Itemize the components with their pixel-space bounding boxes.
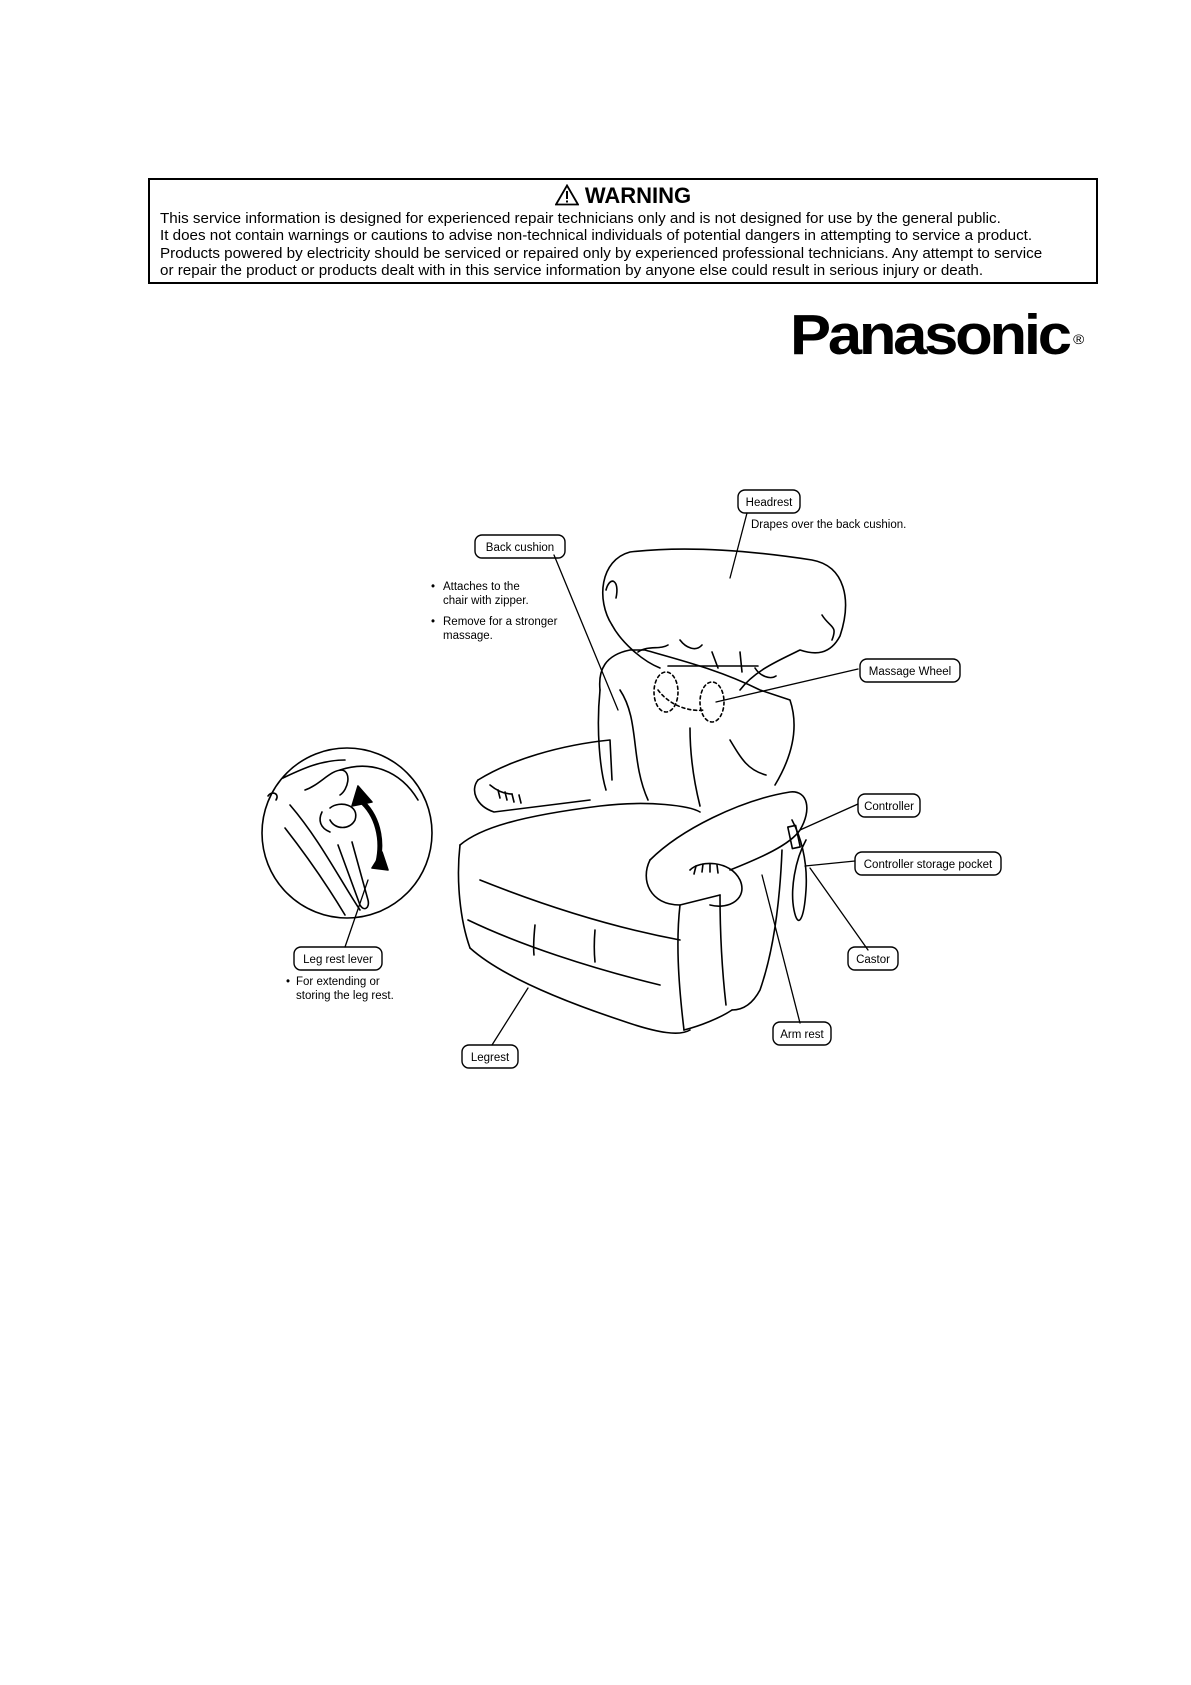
back-cushion-note: Remove for a stronger [443,616,558,628]
leg-rest-lever-note: storing the leg rest. [296,990,394,1002]
label-arm-rest: Arm rest [772,1021,832,1046]
label-massage-wheel-text: Massage Wheel [869,666,951,678]
leg-rest-lever-note: For extending or [296,976,380,988]
label-back-cushion-text: Back cushion [486,542,554,554]
warning-triangle-icon [554,184,579,206]
back-cushion-note: massage. [443,630,493,642]
warning-line: This service information is designed for… [160,210,1001,227]
massage-wheel-drawing [653,671,725,723]
warning-box: WARNING This service information is desi… [148,178,1098,284]
label-legrest-text: Legrest [471,1052,510,1064]
leg-rest-lever-inset [261,747,433,919]
label-headrest-text: Headrest [746,497,793,509]
warning-text: This service information is designed for… [160,210,1090,280]
registered-mark: ® [1073,331,1085,347]
label-controller: Controller [857,793,921,818]
headrest-note: Drapes over the back cushion. [751,519,906,531]
bullet-icon: • [286,976,290,988]
warning-line: or repair the product or products dealt … [160,262,984,280]
brand-name: Panasonic [790,303,1072,367]
warning-title: WARNING [150,183,1096,209]
label-controller-text: Controller [864,801,914,813]
label-castor-text: Castor [856,954,890,966]
warning-line: It does not contain warnings or cautions… [160,227,1033,245]
warning-line: Products powered by electricity should b… [160,244,1043,262]
callout-labels: Headrest Drapes over the back cushion. B… [286,489,1002,1069]
bullet-icon: • [431,616,435,628]
leader-lines [344,512,869,1046]
bullet-icon: • [431,581,435,593]
label-controller-storage-pocket-text: Controller storage pocket [864,859,993,871]
label-arm-rest-text: Arm rest [780,1029,824,1041]
label-headrest: Headrest [737,489,801,514]
warning-title-text: WARNING [584,183,692,208]
label-castor: Castor [847,946,899,971]
label-massage-wheel: Massage Wheel [859,658,961,683]
label-leg-rest-lever-text: Leg rest lever [303,954,373,966]
label-leg-rest-lever: Leg rest lever [293,946,383,971]
chair-drawing [457,548,847,1034]
back-cushion-note: chair with zipper. [443,595,529,607]
label-controller-storage-pocket: Controller storage pocket [854,851,1002,876]
label-back-cushion: Back cushion [474,534,566,559]
brand-logo: Panasonic® [790,303,1084,367]
label-legrest: Legrest [461,1044,519,1069]
back-cushion-note: Attaches to the [443,581,520,593]
massage-chair-illustration: Headrest Drapes over the back cushion. B… [261,489,1002,1069]
